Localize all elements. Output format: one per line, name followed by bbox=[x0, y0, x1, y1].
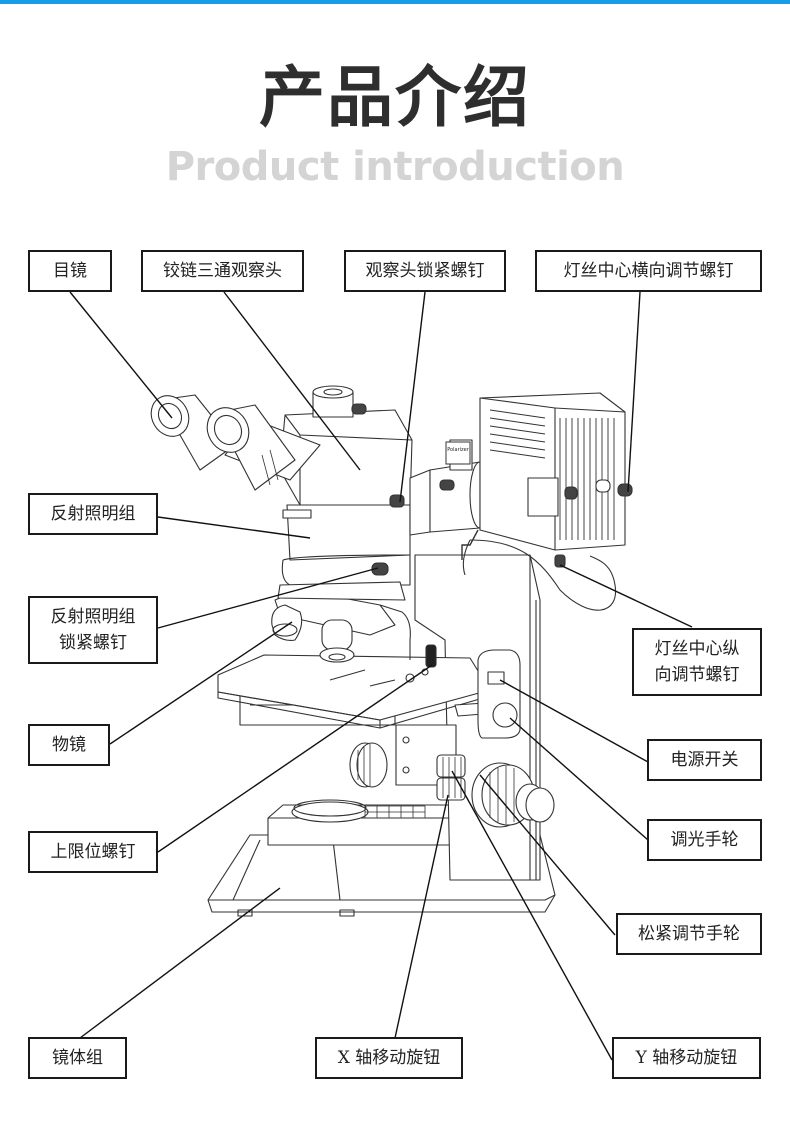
label-upper-limit-screw: 上限位螺钉 bbox=[28, 831, 158, 873]
label-filament-horizontal-screw-text: 灯丝中心横向调节螺钉 bbox=[563, 261, 734, 281]
lamp-house bbox=[479, 392, 633, 568]
page-title: 产品介绍 bbox=[259, 59, 531, 136]
label-upper-limit-screw-text: 上限位螺钉 bbox=[50, 842, 136, 862]
reflected-illuminator-block bbox=[277, 504, 411, 601]
leader-trinocular-head bbox=[223, 291, 361, 471]
label-tension-wheel-text: 松紧调节手轮 bbox=[638, 924, 740, 944]
label-trinocular-head: 铰链三通观察头 bbox=[141, 250, 304, 292]
leader-tension bbox=[479, 774, 616, 936]
label-body-text: 镜体组 bbox=[52, 1048, 103, 1068]
label-eyepiece-text: 目镜 bbox=[53, 261, 87, 281]
leader-eyepiece bbox=[69, 291, 173, 419]
stage bbox=[217, 644, 509, 729]
coarse-focus-knob-right bbox=[471, 762, 555, 828]
stage-drive-block bbox=[395, 724, 466, 801]
label-filament-vertical-screw-line2: 向调节螺钉 bbox=[654, 665, 740, 685]
label-power-switch: 电源开关 bbox=[647, 739, 762, 781]
leader-illuminator-lock bbox=[157, 567, 379, 629]
label-power-switch-text: 电源开关 bbox=[670, 750, 739, 770]
leader-filament-horizontal bbox=[627, 291, 641, 493]
top-accent-bar bbox=[0, 0, 790, 4]
leader-y-knob bbox=[451, 770, 613, 1061]
label-illuminator-lock-screw: 反射照明组 锁紧螺钉 bbox=[28, 596, 158, 664]
label-x-knob: X 轴移动旋钮 bbox=[315, 1037, 463, 1079]
label-objective-text: 物镜 bbox=[52, 735, 86, 755]
control-panel bbox=[477, 649, 521, 739]
leader-reflected-illuminator bbox=[157, 516, 311, 539]
label-trinocular-head-text: 铰链三通观察头 bbox=[163, 261, 282, 281]
label-eyepiece: 目镜 bbox=[28, 250, 112, 292]
leader-x-knob bbox=[394, 794, 449, 1039]
label-filament-horizontal-screw: 灯丝中心横向调节螺钉 bbox=[535, 250, 762, 292]
polarizer-tag-text: Polarizer bbox=[447, 447, 469, 453]
label-y-knob-text: Y 轴移动旋钮 bbox=[635, 1048, 738, 1068]
label-body: 镜体组 bbox=[28, 1037, 127, 1079]
leader-objective bbox=[109, 621, 293, 745]
label-reflected-illuminator-text: 反射照明组 bbox=[50, 504, 136, 524]
label-filament-vertical-screw: 灯丝中心纵 向调节螺钉 bbox=[632, 628, 762, 696]
objective-turret bbox=[271, 589, 411, 663]
page-subtitle: Product introduction bbox=[165, 144, 625, 190]
leader-upper-limit bbox=[157, 664, 433, 853]
label-tension-wheel: 松紧调节手轮 bbox=[616, 913, 762, 955]
polarizer-tag: Polarizer bbox=[445, 441, 471, 465]
label-illuminator-lock-screw-line1: 反射照明组 bbox=[50, 607, 136, 627]
label-illuminator-lock-screw-line2: 锁紧螺钉 bbox=[59, 633, 127, 653]
label-dimmer-wheel: 调光手轮 bbox=[647, 819, 762, 861]
label-x-knob-text: X 轴移动旋钮 bbox=[337, 1048, 441, 1068]
leader-head-lock-screw bbox=[399, 291, 426, 503]
coarse-focus-knob-left bbox=[349, 742, 388, 788]
label-y-knob: Y 轴移动旋钮 bbox=[612, 1037, 761, 1079]
leader-filament-vertical bbox=[559, 564, 693, 628]
leader-dimmer bbox=[509, 717, 649, 841]
leader-body bbox=[79, 887, 281, 1039]
label-dimmer-wheel-text: 调光手轮 bbox=[670, 830, 739, 850]
label-filament-vertical-screw-line1: 灯丝中心纵 bbox=[654, 639, 740, 659]
leader-power-switch bbox=[499, 679, 649, 763]
label-reflected-illuminator: 反射照明组 bbox=[28, 493, 158, 535]
label-objective: 物镜 bbox=[28, 724, 110, 766]
eyepieces bbox=[150, 394, 296, 491]
label-head-lock-screw: 观察头锁紧螺钉 bbox=[344, 250, 506, 292]
label-head-lock-screw-text: 观察头锁紧螺钉 bbox=[365, 261, 485, 281]
